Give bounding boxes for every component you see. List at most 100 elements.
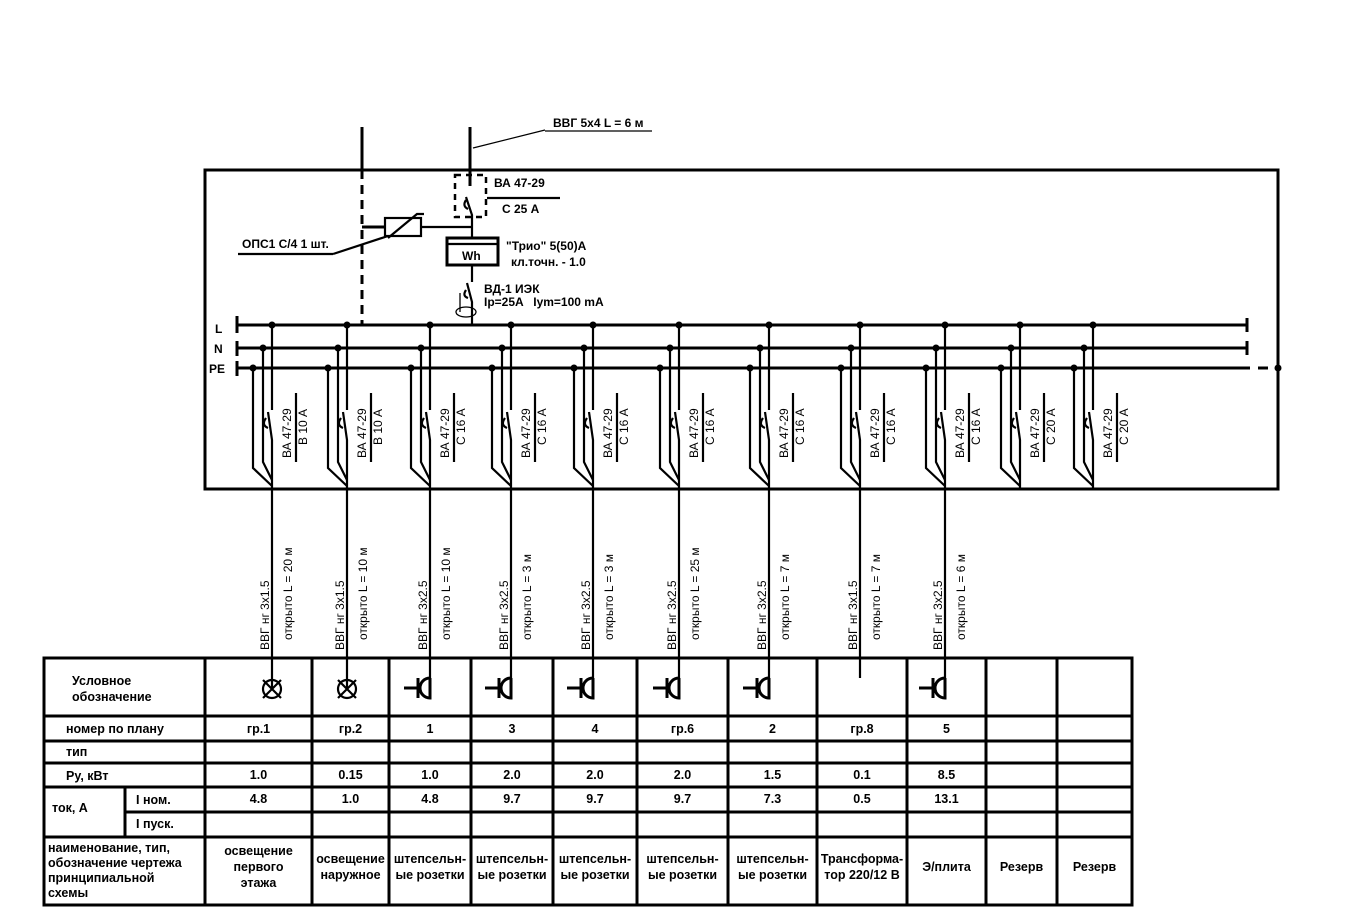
- cell-name: ые розетки: [477, 868, 546, 882]
- cell-name: штепсельн-: [559, 852, 631, 866]
- cell-name: ые розетки: [395, 868, 464, 882]
- cable-route: открыто L = 6 м: [954, 554, 968, 640]
- rcd: ВД-1 ИЭК Ip=25A Iym=100 mA: [455, 265, 604, 325]
- lamp-circle: [261, 678, 283, 700]
- cell-name: Резерв: [1000, 860, 1044, 874]
- cell-power: 1.0: [250, 768, 267, 782]
- main-breaker-model: ВА 47-29: [494, 176, 545, 190]
- breaker-model: ВА 47-29: [777, 408, 791, 458]
- socket-icon: [485, 676, 513, 700]
- cell-name: ые розетки: [738, 868, 807, 882]
- socket-stem: [653, 678, 669, 698]
- cell-power: 0.1: [853, 768, 870, 782]
- breaker-rating: В 10 А: [371, 409, 385, 445]
- pe-wire: [251, 368, 273, 487]
- pe-wire: [326, 368, 348, 487]
- pe-wire: [1072, 368, 1094, 487]
- breaker-rating: С 16 А: [969, 408, 983, 445]
- outgoing-cable: ВВГ нг 3х2.5 открыто L = 6 м: [931, 488, 968, 688]
- cell-power: 2.0: [586, 768, 603, 782]
- cell-plan-number: гр.8: [850, 722, 873, 736]
- neutral-wire: [668, 348, 680, 481]
- socket-arc: [757, 676, 771, 700]
- pe-wire: [839, 368, 861, 487]
- neutral-wire: [500, 348, 512, 481]
- panel-enclosure: [203, 168, 1280, 491]
- cell-power: 8.5: [938, 768, 955, 782]
- cell-name: Трансформа-: [821, 852, 903, 866]
- row-label-symbol: обозначение: [72, 690, 152, 704]
- table-column: 58.513.1Э/плита: [919, 676, 972, 874]
- pe-wire: [658, 368, 680, 487]
- cable-type: ВВГ нг 3х2.5: [416, 580, 430, 650]
- cable-route: открыто L = 3 м: [602, 554, 616, 640]
- lamp-icon: [261, 678, 283, 700]
- breaker-rating: С 16 А: [454, 408, 468, 445]
- neutral-wire: [582, 348, 594, 481]
- lamp-cross: [262, 679, 282, 699]
- breaker-model: ВА 47-29: [687, 408, 701, 458]
- outgoing-cable: ВВГ нг 3х1.5 открыто L = 10 м: [333, 488, 370, 688]
- bus-label-pe: PE: [209, 362, 225, 376]
- row-label-plan-number: номер по плану: [66, 722, 164, 736]
- cable-route: открыто L = 10 м: [356, 547, 370, 640]
- cell-name: Э/плита: [922, 860, 972, 874]
- rcd-model: ВД-1 ИЭК: [484, 282, 540, 296]
- cell-i-nom: 4.8: [421, 792, 438, 806]
- breaker-rating: С 16 А: [884, 408, 898, 445]
- cable-type: ВВГ нг 3х1.5: [333, 580, 347, 650]
- neutral-wire: [1009, 348, 1021, 481]
- row-label-name: принципиальной: [48, 871, 154, 885]
- socket-arc: [933, 676, 947, 700]
- cable-type: ВВГ нг 3х2.5: [579, 580, 593, 650]
- socket-icon: [404, 676, 432, 700]
- socket-icon: [567, 676, 595, 700]
- pe-wire: [924, 368, 946, 487]
- socket-stem: [567, 678, 583, 698]
- cable-type: ВВГ нг 3х2.5: [931, 580, 945, 650]
- cell-name: ые розетки: [648, 868, 717, 882]
- outgoing-cable: ВВГ нг 3х2.5 открыто L = 3 м: [579, 488, 616, 688]
- cell-name: Резерв: [1073, 860, 1117, 874]
- cell-i-nom: 13.1: [934, 792, 958, 806]
- incoming-cable-label: ВВГ 5х4 L = 6 м: [553, 116, 644, 130]
- neutral-wire: [261, 348, 273, 481]
- cell-power: 1.0: [421, 768, 438, 782]
- breaker-rating: С 16 А: [617, 408, 631, 445]
- cell-i-nom: 0.5: [853, 792, 870, 806]
- cell-plan-number: гр.6: [671, 722, 694, 736]
- socket-arc: [581, 676, 595, 700]
- cell-plan-number: гр.2: [339, 722, 362, 736]
- cell-i-nom: 9.7: [503, 792, 520, 806]
- breaker-model: ВА 47-29: [355, 408, 369, 458]
- bus-label-n: N: [214, 342, 223, 356]
- surge-protector: ОПС1 С/4 1 шт.: [238, 127, 472, 325]
- row-label-current: ток, А: [52, 801, 88, 815]
- lamp-icon: [336, 678, 358, 700]
- pe-wire: [490, 368, 512, 487]
- surge-protector-label: ОПС1 С/4 1 шт.: [242, 237, 329, 251]
- table-column: Резерв: [1000, 860, 1044, 874]
- meter-name: "Трио" 5(50)А: [506, 239, 587, 253]
- buses: L N PE: [209, 316, 1282, 376]
- cell-name: первого: [234, 860, 284, 874]
- meter-symbol: Wh: [462, 249, 481, 263]
